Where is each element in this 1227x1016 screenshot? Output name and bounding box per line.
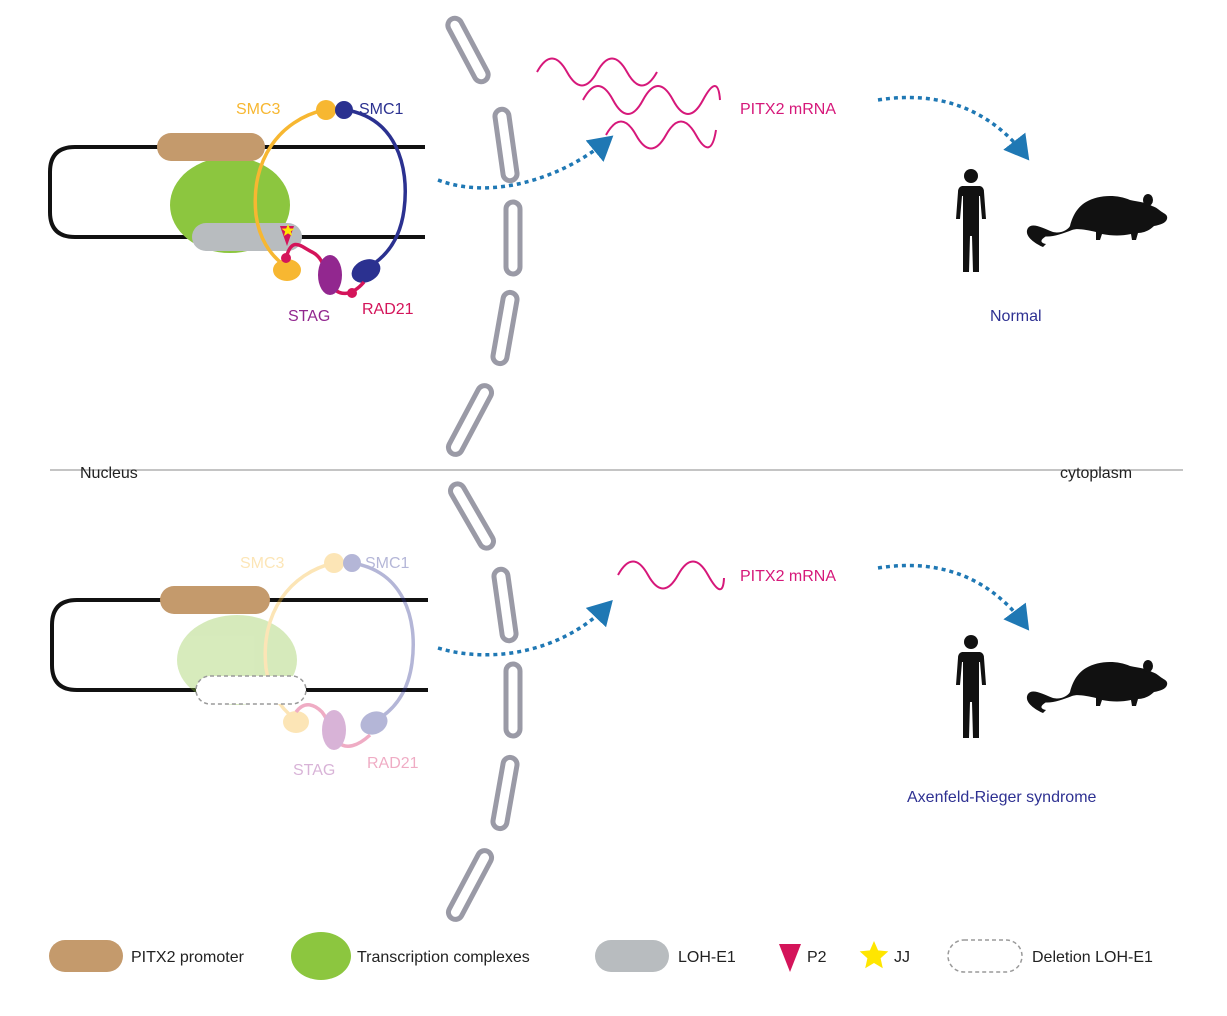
nuclear-pore <box>492 106 520 184</box>
deleted-loh-e1 <box>195 675 307 705</box>
smc3-arm <box>253 108 325 267</box>
rad21-node <box>281 253 291 263</box>
phenotype-arrow <box>877 563 1030 631</box>
export-arrow <box>437 135 614 190</box>
pitx2-promoter <box>160 586 270 614</box>
jj-star <box>281 224 295 236</box>
legend-swatch-jj-star <box>859 941 889 969</box>
legend-item-deletion: Deletion LOH-E1 <box>947 939 1153 973</box>
pitx2-promoter <box>157 133 265 161</box>
nuclear-pore <box>503 661 523 739</box>
legend-label: JJ <box>894 949 910 966</box>
legend-item-loh-e1: LOH-E1 <box>595 940 736 972</box>
cytoplasm-label: cytoplasm <box>1060 465 1132 482</box>
legend-item-p2: P2 <box>779 944 827 972</box>
nuclear-pore <box>445 383 495 457</box>
smc1-hinge <box>343 554 361 572</box>
phenotype-arrow <box>877 95 1030 161</box>
mrna-wave <box>582 85 721 115</box>
legend-label: Transcription complexes <box>357 949 530 966</box>
stag-label: STAG <box>288 308 330 325</box>
nuclear-pore <box>490 289 520 367</box>
nuclear-pore <box>445 848 495 922</box>
smc1-head <box>351 259 381 283</box>
bottom-panel: SMC3 SMC1 STAG RAD21 PITX2 mRNA Axenfeld… <box>50 553 1168 806</box>
smc1-hinge <box>335 101 353 119</box>
legend-item-transcription-complex: Transcription complexes <box>291 932 530 980</box>
mrna-wave <box>617 560 725 591</box>
legend-label: Deletion LOH-E1 <box>1032 949 1153 966</box>
smc1-label: SMC1 <box>359 101 404 118</box>
rad21-label: RAD21 <box>362 301 414 318</box>
top-panel: SMC3 SMC1 STAG RAD21 PITX2 mRNA Normal <box>48 57 1168 325</box>
stag-subunit <box>318 255 342 295</box>
nucleus-label: Nucleus <box>80 465 138 482</box>
smc1-arm <box>345 108 407 270</box>
nuclear-pore <box>445 15 491 85</box>
rad21-label: RAD21 <box>367 755 419 772</box>
legend: PITX2 promoter Transcription complexes L… <box>49 932 1153 980</box>
dna-loop <box>50 598 428 692</box>
smc3-label: SMC3 <box>240 555 285 572</box>
smc3-hinge <box>324 553 344 573</box>
legend-swatch-promoter <box>49 940 123 972</box>
legend-item-jj: JJ <box>859 941 910 969</box>
loh-e1-element <box>192 223 302 251</box>
nuclear-pore <box>503 199 523 277</box>
legend-swatch-p2 <box>779 944 801 972</box>
human-silhouette <box>956 635 986 738</box>
legend-label: LOH-E1 <box>678 949 736 966</box>
phenotype-label: Normal <box>990 308 1042 325</box>
legend-swatch-loh-e1 <box>595 940 669 972</box>
mrna-label: PITX2 mRNA <box>740 568 836 585</box>
mrna-label: PITX2 mRNA <box>740 101 836 118</box>
rat-silhouette <box>1026 660 1168 713</box>
nuclear-pore <box>491 566 519 644</box>
stag-subunit <box>322 710 346 750</box>
legend-swatch-transcription-complex <box>291 932 351 980</box>
export-arrow <box>437 599 613 657</box>
smc3-label: SMC3 <box>236 101 281 118</box>
nuclear-membrane-pores <box>445 15 523 922</box>
nuclear-pore <box>490 754 520 832</box>
smc1-head <box>360 711 388 735</box>
human-silhouette <box>956 169 986 272</box>
nuclear-pore <box>448 481 496 551</box>
rad21-subunit <box>294 703 372 748</box>
rat-silhouette <box>1026 194 1168 247</box>
smc3-head <box>273 259 301 281</box>
legend-swatch-deletion <box>947 939 1023 973</box>
mrna-wave <box>536 57 658 87</box>
mrna-transcripts <box>536 57 721 150</box>
stag-label: STAG <box>293 762 335 779</box>
smc1-arm <box>351 561 415 723</box>
legend-label: P2 <box>807 949 827 966</box>
rad21-node <box>347 288 357 298</box>
smc1-label: SMC1 <box>365 555 410 572</box>
legend-item-promoter: PITX2 promoter <box>49 940 245 972</box>
phenotype-label: Axenfeld-Rieger syndrome <box>907 789 1097 806</box>
legend-label: PITX2 promoter <box>131 949 245 966</box>
mrna-wave <box>605 120 717 150</box>
smc3-hinge <box>316 100 336 120</box>
dna-loop <box>48 145 425 239</box>
smc3-head <box>283 711 309 733</box>
